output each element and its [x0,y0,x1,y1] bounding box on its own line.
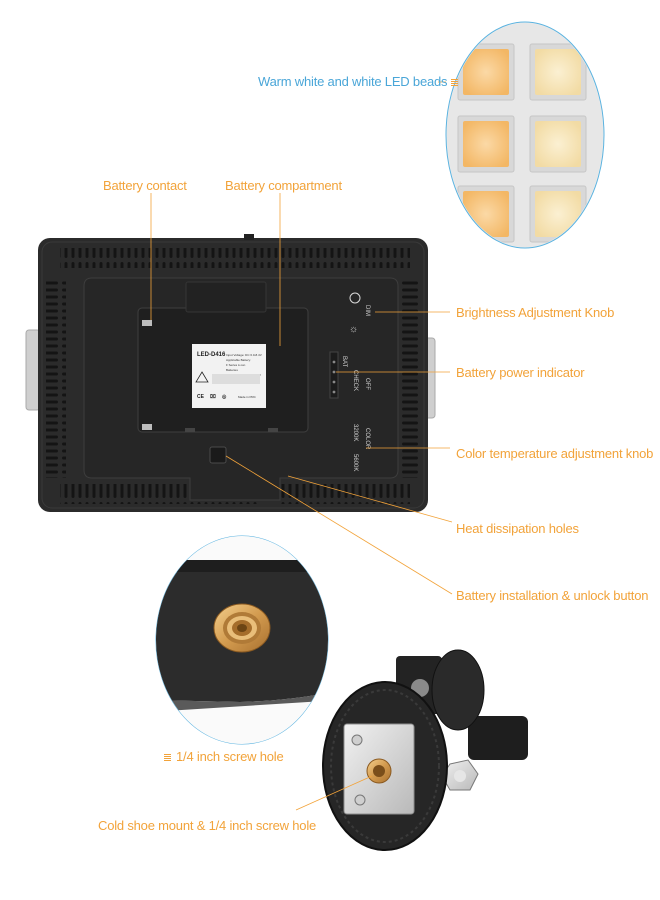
spec-label-line: F Series Li-ion [226,363,246,367]
callout-screw-hole: 1/4 inch screw hole [164,749,284,765]
spec-label-line: Batteries [226,368,238,372]
check-marking: CHECK [352,370,358,391]
list-icon [451,79,459,87]
heat-vents-left [46,278,66,478]
certification-icons: CE ⌧ ◎ [197,394,227,400]
leader-lines [150,81,453,811]
led-bead [529,185,587,243]
spec-label-model: LED-D416 [197,352,226,358]
plate-screw [351,734,363,746]
temp-low-marking: 3200K [352,424,358,441]
callout-led-beads-text: Warm white and white LED beads [258,74,448,89]
spec-label-line: Input Voltage: DC 6.0-8.4V [226,353,262,357]
callout-screw-hole-text: 1/4 inch screw hole [176,749,284,764]
callout-cold-shoe: Cold shoe mount & 1/4 inch screw hole [98,818,317,833]
warning-icon [195,371,209,383]
heat-vents-top [60,248,410,268]
led-bead [529,43,587,101]
callout-battery-compartment: Battery compartment [225,178,342,193]
led-bead [457,43,515,101]
plate-screw [354,794,366,806]
spec-label-line: Applicable Battery: [226,358,251,362]
led-beads-zoom [445,21,605,249]
callout-battery-contact: Battery contact [103,178,187,193]
threaded-insert [213,603,271,653]
callout-heat-holes: Heat dissipation holes [456,521,579,536]
dim-marking: DIM [364,305,370,316]
bat-marking: BAT [341,356,347,368]
battery-unlock-button[interactable] [209,446,227,464]
color-marking: COLOR [364,428,370,450]
callout-color-temp-knob: Color temperature adjustment knob [456,446,654,461]
temp-high-marking: 5600K [352,454,358,471]
device-back-panel: LED-D416 Input Voltage: DC 6.0-8.4V Appl… [25,234,436,512]
control-strip: DIM ☼ OFF CHECK BAT COLOR 3200K 5600K [341,292,370,471]
sun-icon: ☼ [349,324,358,335]
callout-led-beads: Warm white and white LED beads [258,74,459,90]
battery-contact [142,424,152,430]
list-icon [164,754,171,762]
led-bead [457,115,515,173]
hex-nut [441,759,479,791]
spec-label-made-in: Made in PRC [238,395,257,399]
mount-screw-hole [366,758,392,784]
callout-unlock-button: Battery installation & unlock button [456,588,649,603]
off-marking: OFF [364,378,370,390]
heat-vents-right [400,278,420,478]
screw-hole-zoom [155,535,329,745]
callout-power-indicator: Battery power indicator [456,365,585,380]
battery-power-indicator [329,351,339,399]
svg-text:⌧: ⌧ [210,394,216,400]
svg-text:CE: CE [197,394,205,400]
svg-text:◎: ◎ [222,394,227,400]
callout-brightness-knob: Brightness Adjustment Knob [456,305,615,320]
cold-shoe-mount [322,649,528,851]
battery-contact [142,320,152,326]
led-bead [529,115,587,173]
